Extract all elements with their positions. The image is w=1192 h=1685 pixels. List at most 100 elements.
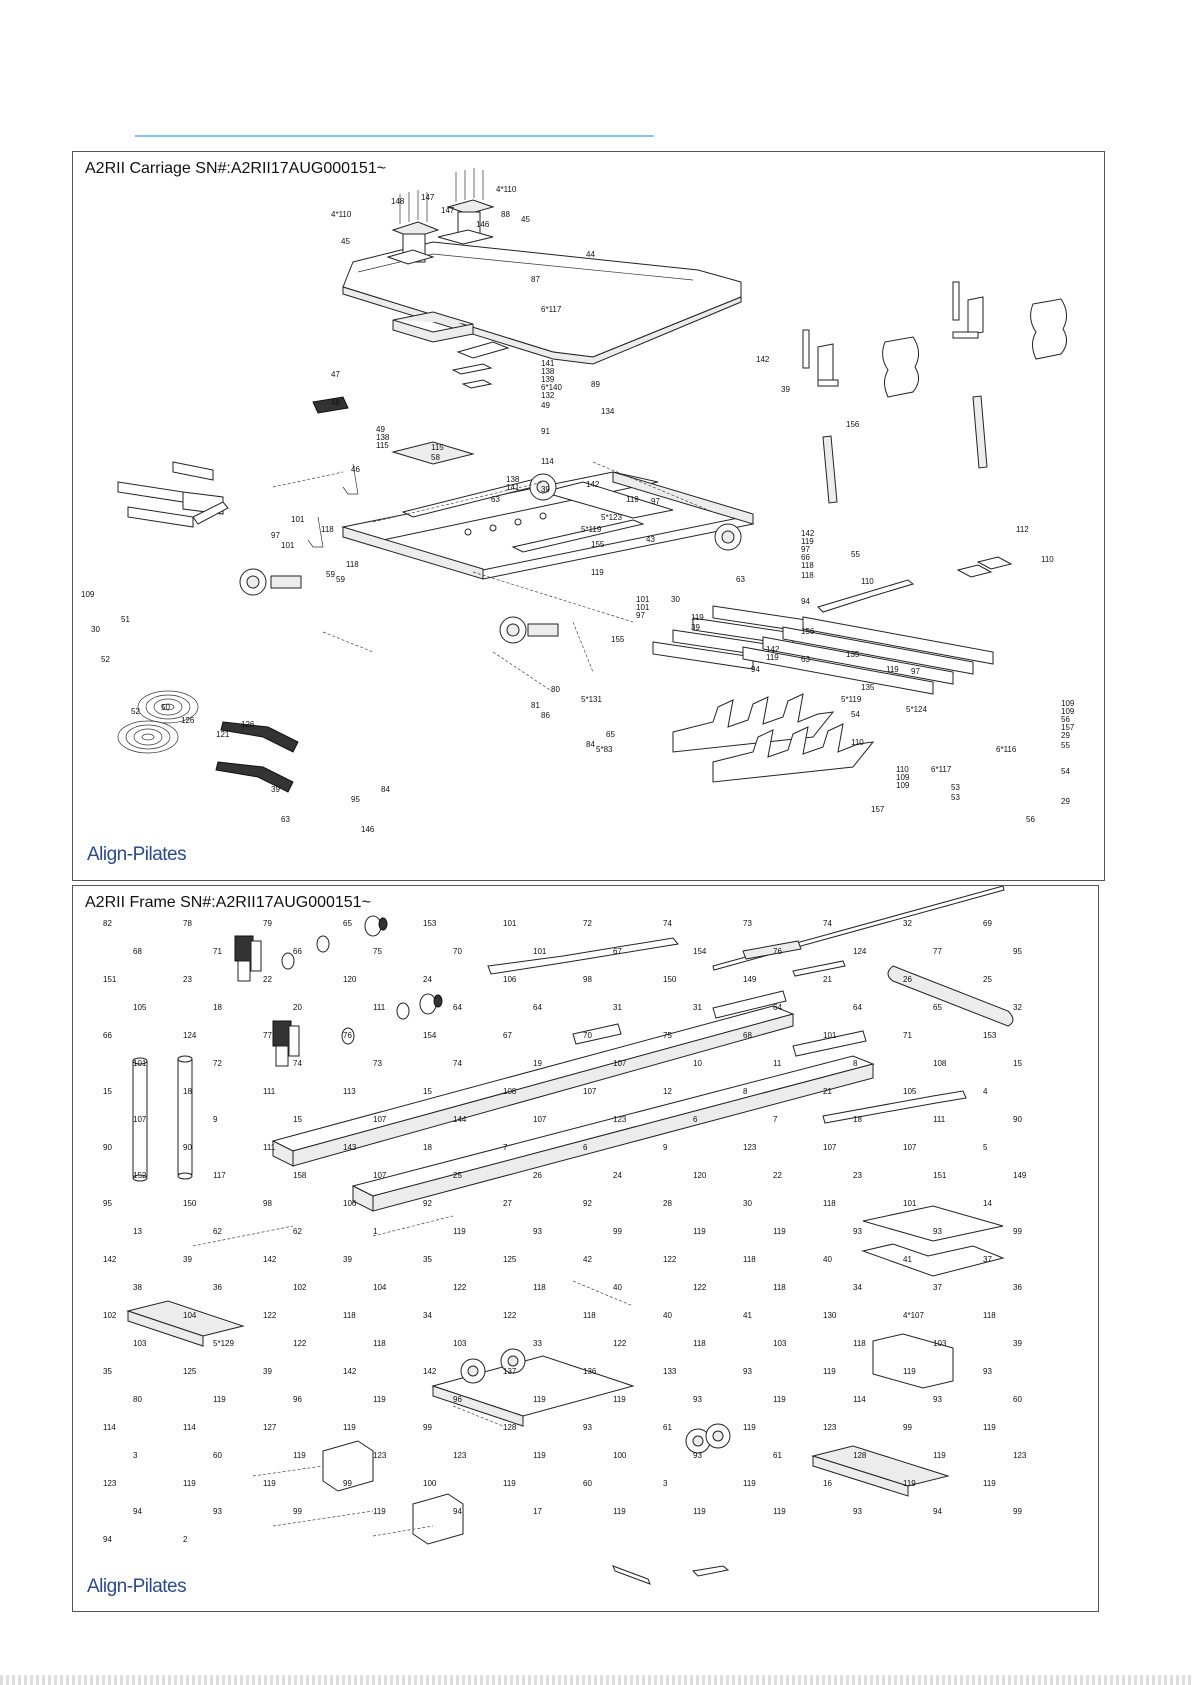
carriage-panel-title: A2RII Carriage SN#:A2RII17AUG000151~ — [85, 160, 387, 177]
cross-member-2-side — [812, 1455, 909, 1497]
callout-label: 119 — [983, 1423, 996, 1432]
callout-label: 149 — [743, 975, 757, 984]
callout-label: 119 — [373, 1507, 386, 1516]
callout-label: 93 — [693, 1395, 702, 1404]
callout-label: 149 — [1013, 1171, 1027, 1180]
callout-label: 32 — [903, 919, 912, 928]
callout-label: 4*110 — [496, 185, 517, 194]
callout-label: 16 — [823, 1479, 832, 1488]
callout-label: 110 — [851, 738, 864, 747]
callout-label: 142 — [343, 1367, 357, 1376]
callout-label: 64 — [853, 1003, 862, 1012]
align-pilates-logo: Align-Pilates — [87, 844, 187, 865]
callout-label: 77 — [933, 947, 942, 956]
callout-label: 103 — [933, 1339, 947, 1348]
spring-bar — [672, 693, 835, 753]
callout-label: 114 — [103, 1423, 116, 1432]
callout-label: 84 — [586, 740, 595, 749]
callout-label: 18 — [853, 1115, 862, 1124]
callout-label: 91 — [541, 427, 550, 436]
frame-parts-panel: A2RII Frame SN#:A2RII17AUG000151~ — [72, 885, 1099, 1612]
callout-label: 52 — [101, 655, 110, 664]
callout-label: 15 — [103, 1087, 112, 1096]
shoulder-block-right — [437, 168, 495, 245]
callout-label: 45 — [341, 237, 350, 246]
callout-label: 93 — [933, 1227, 942, 1236]
callout-label: 40 — [663, 1311, 672, 1320]
callout-label: 94 — [453, 1507, 462, 1516]
callout-label: 124 — [853, 947, 867, 956]
callout-label: 119 — [613, 1395, 626, 1404]
callout-label: 96 — [293, 1395, 302, 1404]
callout-label: 118 — [853, 1339, 866, 1348]
callout-label: 101 — [636, 603, 650, 612]
callout-label: 97 — [651, 497, 660, 506]
callout-label: 10 — [693, 1059, 702, 1068]
callout-label: 109 — [81, 590, 95, 599]
callout-label: 44 — [586, 250, 595, 259]
callout-label: 132 — [541, 391, 555, 400]
callout-label: 103 — [773, 1339, 787, 1348]
callout-label: 93 — [853, 1227, 862, 1236]
callout-label: 118 — [801, 561, 814, 570]
header-link-underline[interactable] — [135, 135, 654, 137]
callout-label: 65 — [933, 1003, 942, 1012]
callout-label: 45 — [521, 215, 530, 224]
callout-label: 122 — [453, 1283, 467, 1292]
callout-label: 87 — [531, 275, 540, 284]
callout-label: 109 — [896, 781, 910, 790]
callout-label: 119 — [693, 1227, 706, 1236]
callout-label: 107 — [823, 1143, 837, 1152]
callout-label: 40 — [823, 1255, 832, 1264]
callout-label: 122 — [263, 1311, 277, 1320]
callout-label: 99 — [903, 1423, 912, 1432]
callout-label: 111 — [933, 1115, 946, 1124]
callout-label: 55 — [851, 550, 860, 559]
callout-label: 112 — [1016, 525, 1029, 534]
callout-label: 154 — [423, 1031, 437, 1040]
callout-label: 157 — [871, 805, 885, 814]
callout-label: 54 — [851, 710, 860, 719]
callout-label: 64 — [533, 1003, 542, 1012]
callout-label: 119 — [343, 1423, 356, 1432]
callout-label: 21 — [823, 975, 832, 984]
callout-label: 6*140 — [541, 383, 562, 392]
callout-label: 22 — [263, 975, 272, 984]
bracket-12 — [792, 1030, 867, 1057]
shoulder-block-left — [386, 190, 440, 265]
callout-label: 119 — [693, 1507, 706, 1516]
callout-label: 153 — [983, 1031, 997, 1040]
callout-label: 58 — [431, 453, 440, 462]
callout-label: 76 — [773, 947, 782, 956]
callout-label: 119 — [886, 665, 899, 674]
callout-label: 107 — [583, 1087, 597, 1096]
callout-label: 68 — [743, 1031, 752, 1040]
callout-label: 107 — [903, 1143, 917, 1152]
callout-label: 127 — [263, 1423, 277, 1432]
tray-14 — [862, 1205, 1004, 1242]
callout-label: 46 — [351, 465, 360, 474]
callout-label: 155 — [611, 635, 625, 644]
callout-label: 152 — [133, 1171, 147, 1180]
callout-label: 119 — [591, 568, 604, 577]
callout-label: 5 — [983, 1143, 988, 1152]
center-carriage-mount-side — [432, 1385, 524, 1427]
rope-89 — [817, 579, 915, 613]
callout-label: 95 — [103, 1199, 112, 1208]
callout-label: 11 — [773, 1059, 782, 1068]
callout-label: 150 — [663, 975, 677, 984]
callout-label: 41 — [743, 1311, 752, 1320]
callout-label: 156 — [846, 420, 860, 429]
callout-label: 93 — [983, 1367, 992, 1376]
callout-label: 104 — [183, 1311, 197, 1320]
callout-label: 68 — [133, 947, 142, 956]
callout-label: 141 — [541, 359, 555, 368]
callout-label: 117 — [213, 1171, 226, 1180]
callout-label: 33 — [533, 1339, 542, 1348]
callout-label: 119 — [933, 1451, 946, 1460]
callout-label: 115 — [376, 441, 389, 450]
callout-label: 20 — [293, 1003, 302, 1012]
callout-label: 103 — [453, 1339, 467, 1348]
callout-label: 36 — [213, 1283, 222, 1292]
